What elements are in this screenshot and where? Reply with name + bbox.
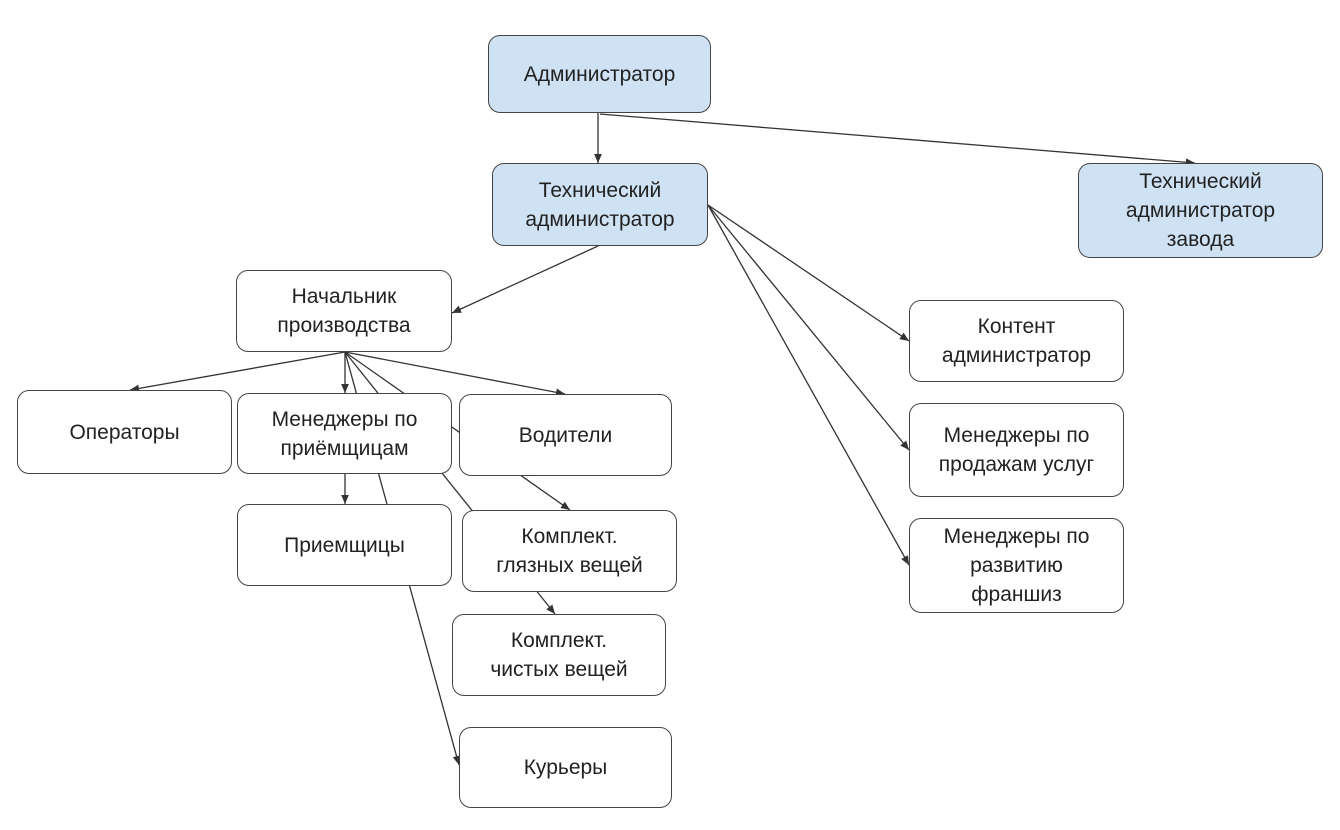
node-drivers: Водители bbox=[459, 394, 672, 476]
edge-admin-to-plant_tech_admin bbox=[599, 113, 1196, 167]
edge-tech_admin-to-production_head bbox=[451, 245, 599, 314]
node-label: Приемщицы bbox=[284, 533, 405, 557]
node-label: Технический администратор завода bbox=[1125, 170, 1276, 251]
node-label: Водители bbox=[518, 423, 613, 447]
node-label: Администратор bbox=[523, 62, 676, 86]
node-dirty-packers: Комплект. глязных вещей bbox=[462, 510, 677, 592]
node-label: Комплект. чистых вещей bbox=[490, 629, 628, 681]
edge-tech_admin-to-franchise_managers bbox=[707, 204, 910, 566]
node-label: Технический администратор bbox=[525, 178, 675, 231]
edge-production_head-to-dirty_packers bbox=[344, 351, 571, 511]
node-label: Начальник производства bbox=[277, 285, 411, 337]
node-admin: Администратор bbox=[488, 35, 711, 113]
node-label: Менеджеры по продажам услуг bbox=[938, 424, 1095, 476]
edge-tech_admin-to-sales_managers bbox=[707, 204, 910, 451]
node-couriers: Курьеры bbox=[459, 727, 672, 808]
node-label: Контент администратор bbox=[941, 315, 1092, 367]
node-receivers: Приемщицы bbox=[237, 504, 452, 586]
edge-production_head-to-drivers bbox=[344, 351, 566, 397]
node-content-admin: Контент администратор bbox=[909, 300, 1124, 382]
node-tech-admin: Технический администратор bbox=[492, 163, 708, 246]
node-franchise-managers: Менеджеры по развитию франшиз bbox=[909, 518, 1124, 613]
node-label: Менеджеры по развитию франшиз bbox=[943, 525, 1090, 606]
node-label: Менеджеры по приёмщицам bbox=[271, 407, 418, 460]
node-label: Операторы bbox=[69, 420, 180, 444]
node-label: Курьеры bbox=[523, 756, 608, 779]
node-production-head: Начальник производства bbox=[236, 270, 452, 352]
node-plant-tech-admin: Технический администратор завода bbox=[1078, 163, 1323, 258]
edge-tech_admin-to-content_admin bbox=[707, 204, 910, 342]
node-clean-packers: Комплект. чистых вещей bbox=[452, 614, 666, 696]
node-label: Комплект. глязных вещей bbox=[496, 525, 643, 577]
node-sales-managers: Менеджеры по продажам услуг bbox=[909, 403, 1124, 497]
node-operators: Операторы bbox=[17, 390, 232, 474]
edge-production_head-to-operators bbox=[129, 351, 346, 393]
node-receiver-managers: Менеджеры по приёмщицам bbox=[237, 393, 452, 474]
